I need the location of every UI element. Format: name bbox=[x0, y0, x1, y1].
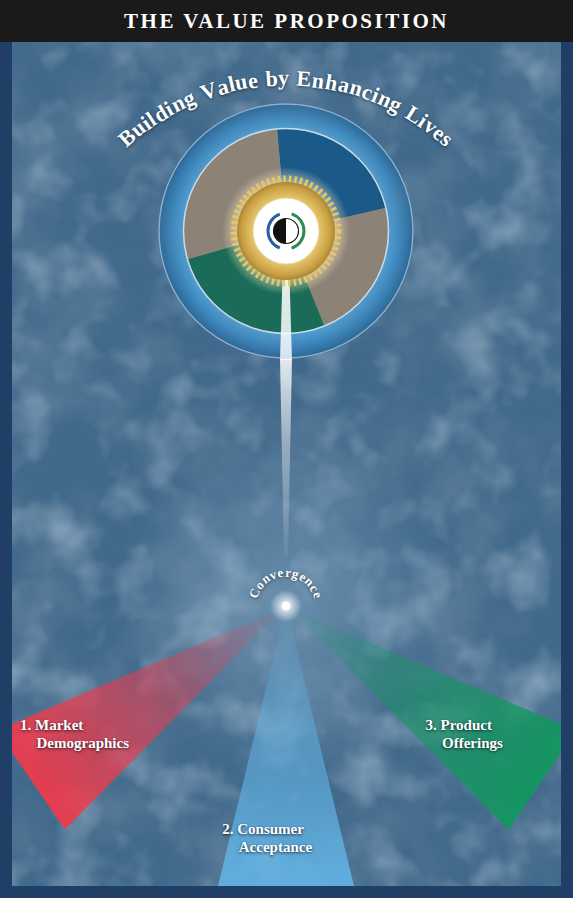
light-beam bbox=[12, 612, 275, 829]
arc-letter: b bbox=[264, 67, 278, 90]
beam-label: 1. Market Demographics bbox=[12, 708, 156, 780]
panel-texture bbox=[12, 42, 561, 886]
title-holder: THE VALUE PROPOSITION bbox=[0, 0, 573, 42]
arc-letter: e bbox=[247, 69, 260, 92]
sun-rays bbox=[234, 179, 338, 283]
convergence-dot bbox=[231, 556, 341, 614]
poster-title: THE VALUE PROPOSITION bbox=[124, 11, 449, 32]
title-bar bbox=[0, 0, 573, 42]
panel-texture bbox=[12, 42, 561, 886]
sunburst bbox=[237, 182, 335, 280]
beam-label: 2. Consumer Acceptance bbox=[214, 812, 358, 886]
arc-letter: e bbox=[277, 566, 285, 580]
dot bbox=[282, 602, 291, 611]
beam-label-text: 1. Market Demographics bbox=[20, 716, 148, 752]
arc-letter: E bbox=[296, 68, 313, 91]
arc-letter: y bbox=[278, 67, 290, 89]
arc-letter bbox=[290, 67, 297, 89]
logo bbox=[268, 214, 304, 248]
wheel-rim bbox=[159, 104, 413, 358]
convergence-point: Convergence bbox=[231, 556, 341, 614]
panel-ground bbox=[12, 42, 561, 886]
light-beam bbox=[297, 612, 561, 829]
beam-label-text: 3. Product Offerings bbox=[426, 716, 554, 752]
wheel-ring bbox=[158, 103, 414, 359]
arc-heading: Building Value by Enhancing Lives bbox=[158, 103, 414, 359]
beam-label: 3. Product Offerings bbox=[418, 708, 562, 780]
light-beam bbox=[280, 359, 292, 556]
wheel-outline bbox=[158, 103, 414, 359]
logo-disc bbox=[253, 198, 319, 264]
sun-glow bbox=[222, 167, 350, 295]
arc-heading: Convergence bbox=[231, 556, 341, 614]
dot-glow bbox=[270, 590, 302, 622]
panel-glow bbox=[12, 42, 561, 886]
beam-label-text: 2. Consumer Acceptance bbox=[222, 820, 350, 856]
light-beam bbox=[218, 614, 354, 886]
value-wheel: Building Value by Enhancing Lives bbox=[158, 103, 414, 359]
ring-texture bbox=[158, 103, 414, 359]
